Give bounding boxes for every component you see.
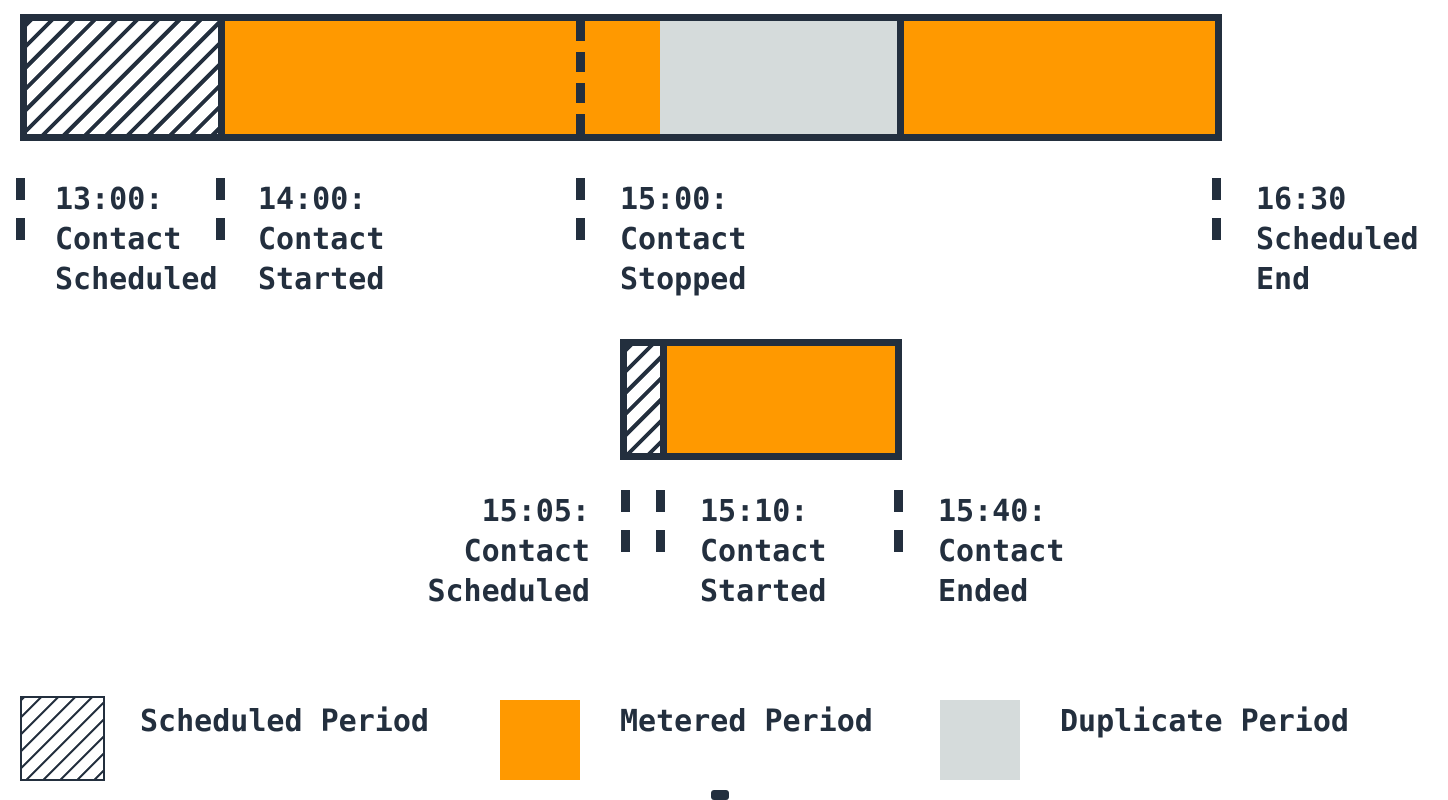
tick-13-00	[16, 178, 25, 240]
legend-label-duplicate-period: Duplicate Period	[1060, 704, 1349, 739]
event-label-contact-scheduled-13-00: 13:00: Contact Scheduled	[55, 182, 218, 297]
tick-15-10	[656, 490, 665, 552]
event-label-contact-started-14-00: 14:00: Contact Started	[258, 182, 385, 297]
tick-16-30	[1212, 178, 1221, 240]
scheduled-period-segment-small	[627, 346, 667, 453]
tick-15-40	[894, 490, 903, 552]
duplicate-period-swatch-icon	[940, 700, 1020, 780]
metered-period-segment-2	[896, 21, 1215, 134]
event-label-contact-stopped-15-00: 15:00: Contact Stopped	[620, 182, 747, 297]
bottom-center-mark	[711, 790, 729, 800]
bottom-timeline-bar	[620, 339, 902, 460]
event-label-scheduled-end-16-30: 16:30 Scheduled End	[1256, 182, 1419, 297]
event-label-contact-started-15-10: 15:10: Contact Started	[700, 494, 827, 609]
scheduled-period-segment	[27, 21, 225, 134]
metered-period-swatch-icon	[500, 700, 580, 780]
top-timeline-bar	[20, 14, 1222, 141]
metered-period-segment	[224, 21, 660, 134]
tick-14-00	[216, 178, 225, 240]
event-label-contact-ended-15-40: 15:40: Contact Ended	[938, 494, 1065, 609]
duplicate-period-segment	[659, 21, 897, 134]
metered-period-segment-small	[667, 346, 895, 453]
legend-label-metered-period: Metered Period	[620, 704, 873, 739]
tick-15-05	[621, 490, 630, 552]
event-label-contact-scheduled-15-05: 15:05: Contact Scheduled	[427, 494, 590, 609]
contact-stopped-dashed-divider	[576, 21, 585, 134]
tick-15-00	[576, 178, 585, 240]
scheduled-period-swatch-icon	[20, 696, 105, 781]
legend-label-scheduled-period: Scheduled Period	[140, 704, 429, 739]
